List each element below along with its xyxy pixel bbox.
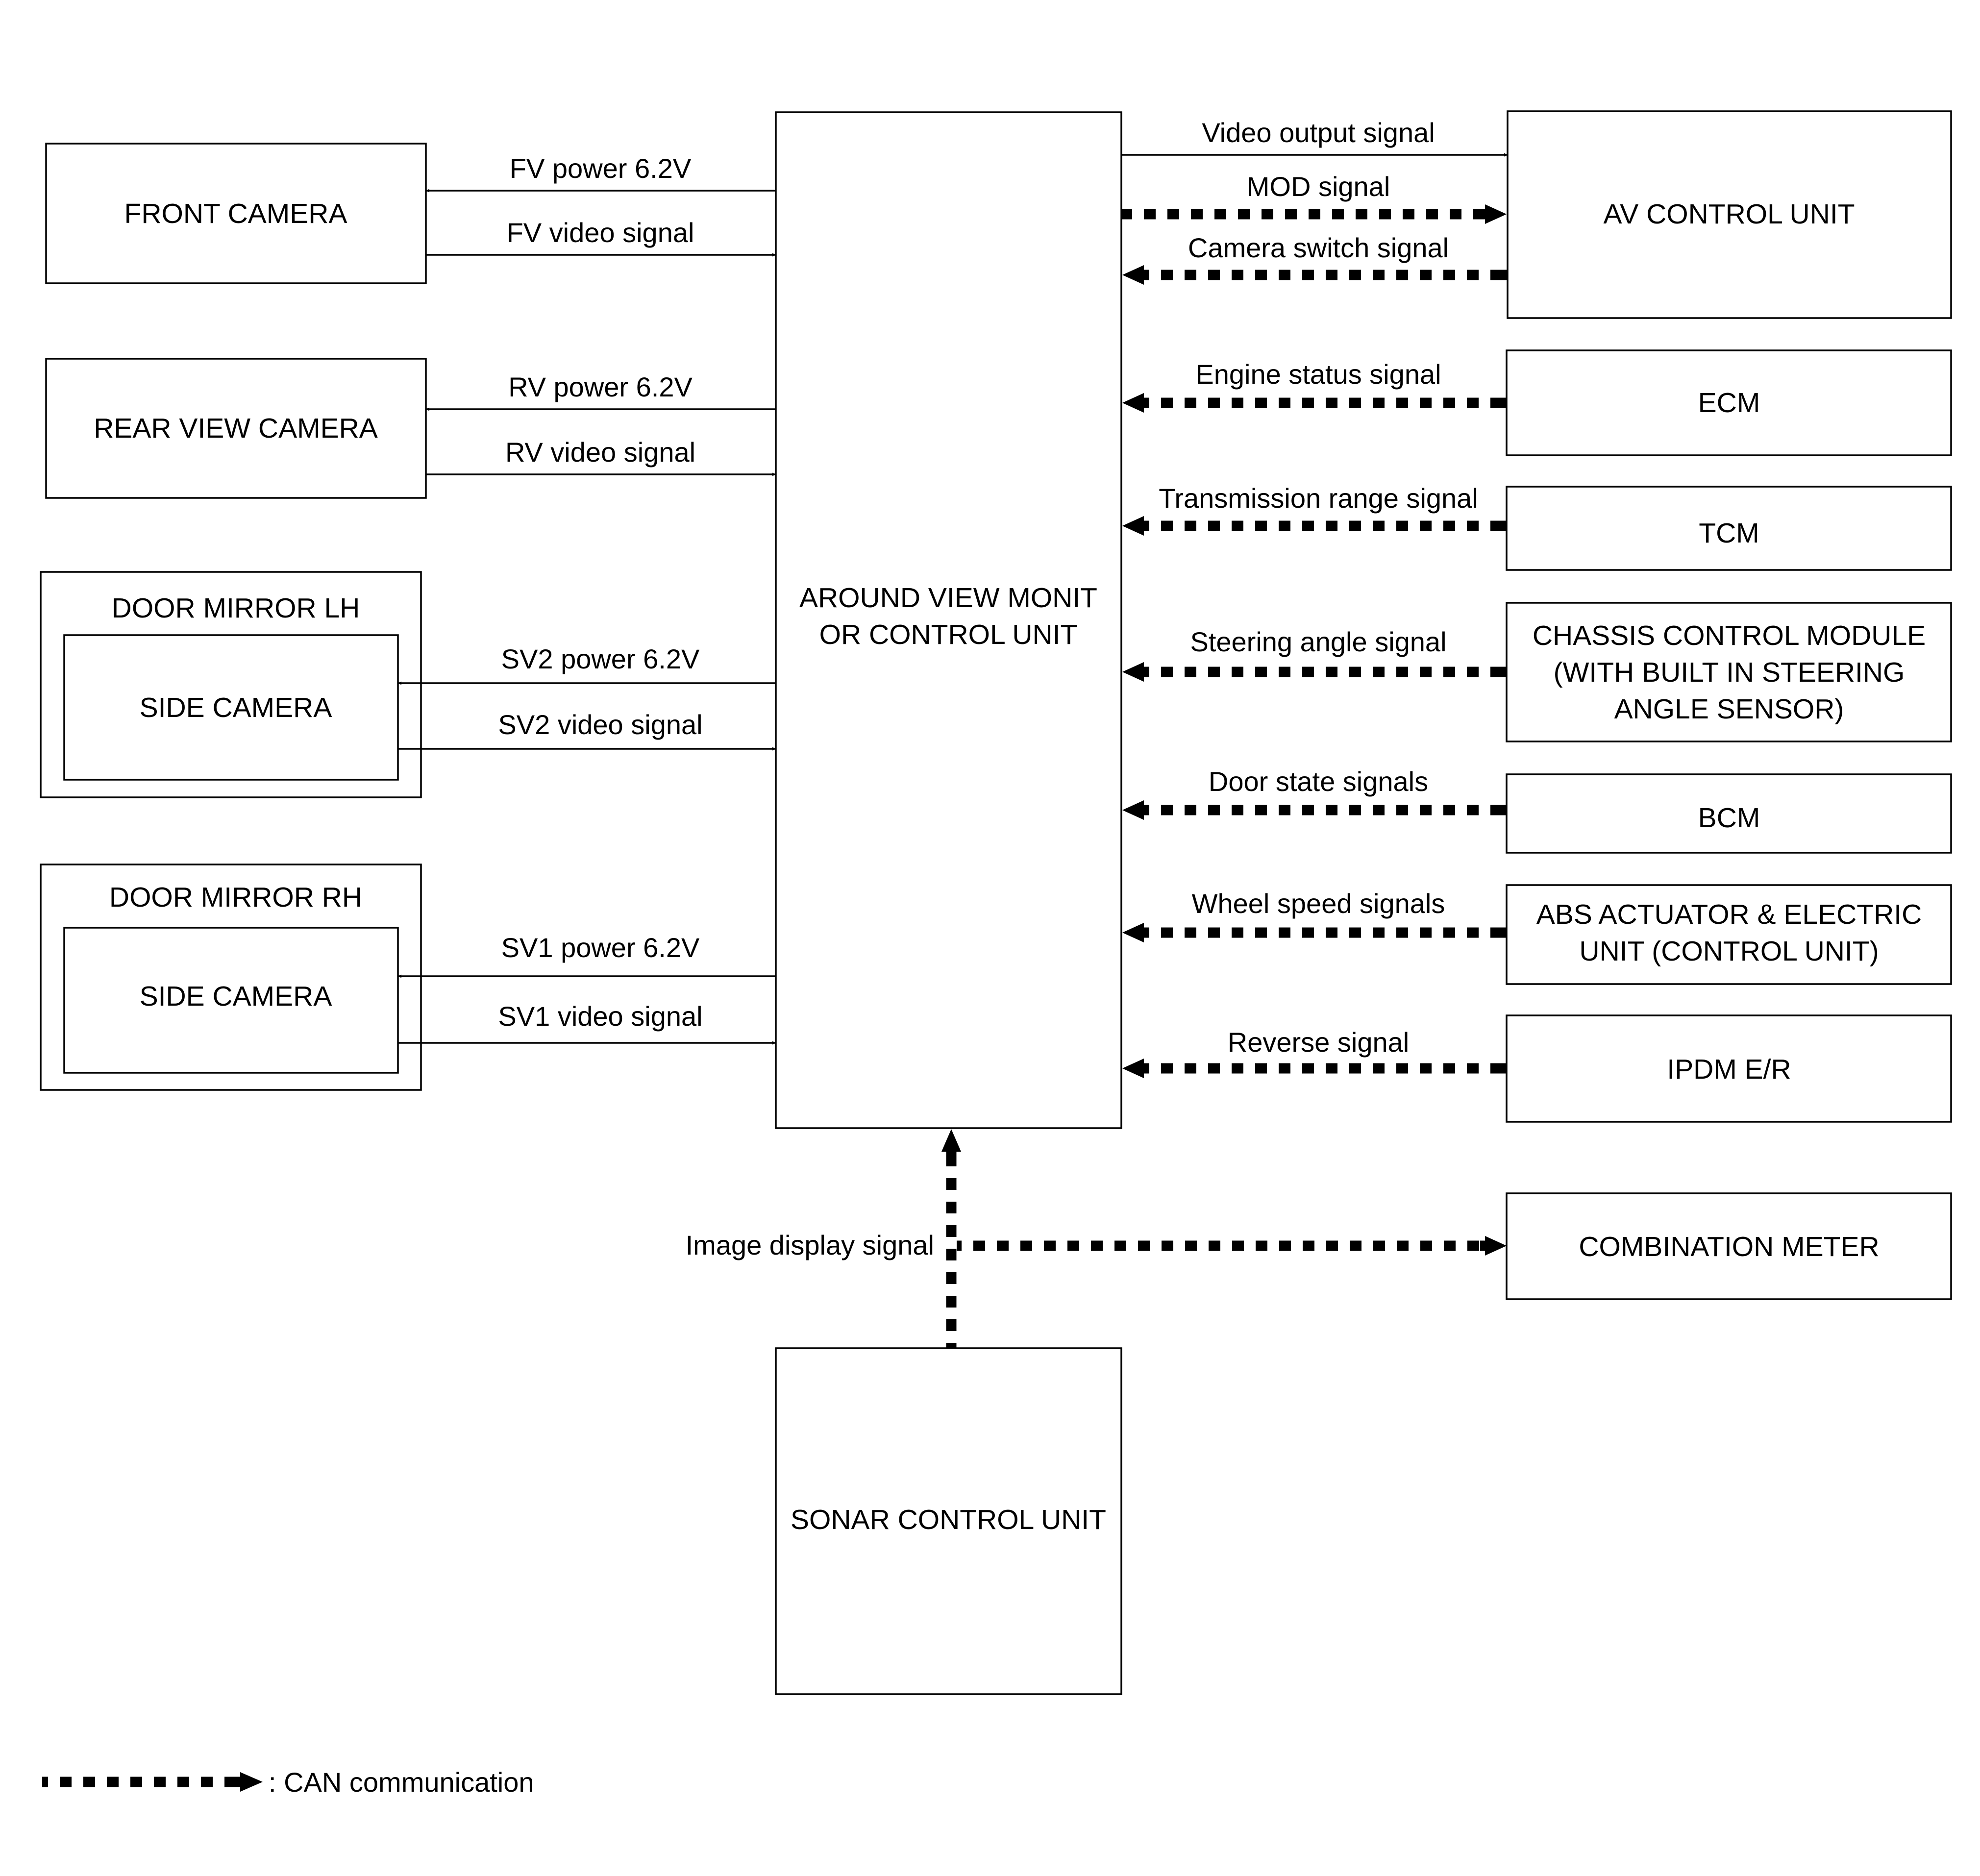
sv1-video-label: SV1 video signal — [498, 1001, 702, 1032]
mod-signal-label: MOD signal — [1247, 171, 1390, 202]
ipdm-er-box — [1506, 1014, 1952, 1123]
side-camera-rh-box — [63, 927, 399, 1074]
av-control-unit-box — [1507, 110, 1952, 319]
around-view-monitor-control-unit-box — [775, 111, 1122, 1129]
steering-angle-can-line — [1122, 662, 1507, 682]
mod-signal-can-line — [1121, 204, 1507, 224]
sv1-power-label: SV1 power 6.2V — [501, 932, 700, 963]
chassis-control-module-box — [1506, 602, 1952, 742]
sv2-power-label: SV2 power 6.2V — [501, 643, 700, 674]
wheel-speed-label: Wheel speed signals — [1192, 888, 1445, 919]
transmission-range-can-line — [1122, 516, 1507, 536]
camera-switch-can-line — [1122, 265, 1508, 285]
wheel-speed-can-line — [1122, 923, 1507, 942]
rear-view-camera-box — [45, 358, 427, 499]
fv-power-label: FV power 6.2V — [510, 153, 692, 184]
side-camera-lh-box — [63, 634, 399, 781]
steering-angle-label: Steering angle signal — [1190, 626, 1446, 657]
avm-label-line2: OR CONTROL UNIT — [819, 619, 1078, 650]
sonar-control-unit-label: SONAR CONTROL UNIT — [791, 1504, 1106, 1535]
door-state-can-line — [1122, 800, 1507, 820]
image-display-label: Image display signal — [686, 1230, 934, 1260]
abs-actuator-box — [1506, 884, 1952, 985]
rv-power-label: RV power 6.2V — [508, 371, 693, 402]
image-display-can-horizontal — [957, 1236, 1507, 1256]
video-output-label: Video output signal — [1202, 117, 1435, 148]
tcm-box — [1506, 486, 1952, 571]
abs-label-line2: UNIT (CONTROL UNIT) — [1579, 936, 1879, 967]
ipdm-er-label: IPDM E/R — [1667, 1054, 1791, 1085]
avm-label-line1: AROUND VIEW MONIT — [799, 582, 1097, 614]
transmission-range-label: Transmission range signal — [1159, 483, 1478, 514]
combination-meter-label: COMBINATION METER — [1579, 1231, 1879, 1262]
ecm-label: ECM — [1698, 387, 1760, 419]
door-mirror-lh-label: DOOR MIRROR LH — [112, 592, 360, 624]
reverse-can-line — [1122, 1059, 1507, 1078]
front-camera-box — [45, 143, 427, 284]
tcm-label: TCM — [1699, 518, 1759, 549]
sv2-video-label: SV2 video signal — [498, 709, 702, 740]
engine-status-can-line — [1122, 393, 1507, 413]
bcm-box — [1506, 773, 1952, 854]
image-display-can-vertical — [941, 1129, 961, 1348]
camera-switch-label: Camera switch signal — [1188, 232, 1449, 263]
chassis-label-line2: (WITH BUILT IN STEERING — [1554, 657, 1905, 688]
combination-meter-box — [1506, 1192, 1952, 1300]
side-camera-lh-label: SIDE CAMERA — [140, 692, 332, 723]
legend-can-symbol — [42, 1772, 263, 1792]
front-camera-label: FRONT CAMERA — [124, 198, 347, 229]
rv-video-label: RV video signal — [505, 437, 695, 468]
bcm-label: BCM — [1698, 802, 1760, 834]
abs-label-line1: ABS ACTUATOR & ELECTRIC — [1536, 899, 1922, 930]
fv-video-label: FV video signal — [507, 217, 694, 248]
engine-status-label: Engine status signal — [1195, 359, 1441, 390]
av-control-unit-label: AV CONTROL UNIT — [1603, 198, 1855, 230]
chassis-label-line1: CHASSIS CONTROL MODULE — [1533, 620, 1926, 651]
door-state-label: Door state signals — [1209, 766, 1428, 797]
sonar-control-unit-box — [775, 1347, 1122, 1695]
chassis-label-line3: ANGLE SENSOR) — [1614, 693, 1844, 725]
door-mirror-rh-label: DOOR MIRROR RH — [109, 882, 362, 913]
rear-view-camera-label: REAR VIEW CAMERA — [94, 413, 378, 444]
side-camera-rh-label: SIDE CAMERA — [140, 981, 332, 1012]
reverse-label: Reverse signal — [1228, 1027, 1409, 1058]
legend-can-label: : CAN communication — [269, 1767, 534, 1798]
